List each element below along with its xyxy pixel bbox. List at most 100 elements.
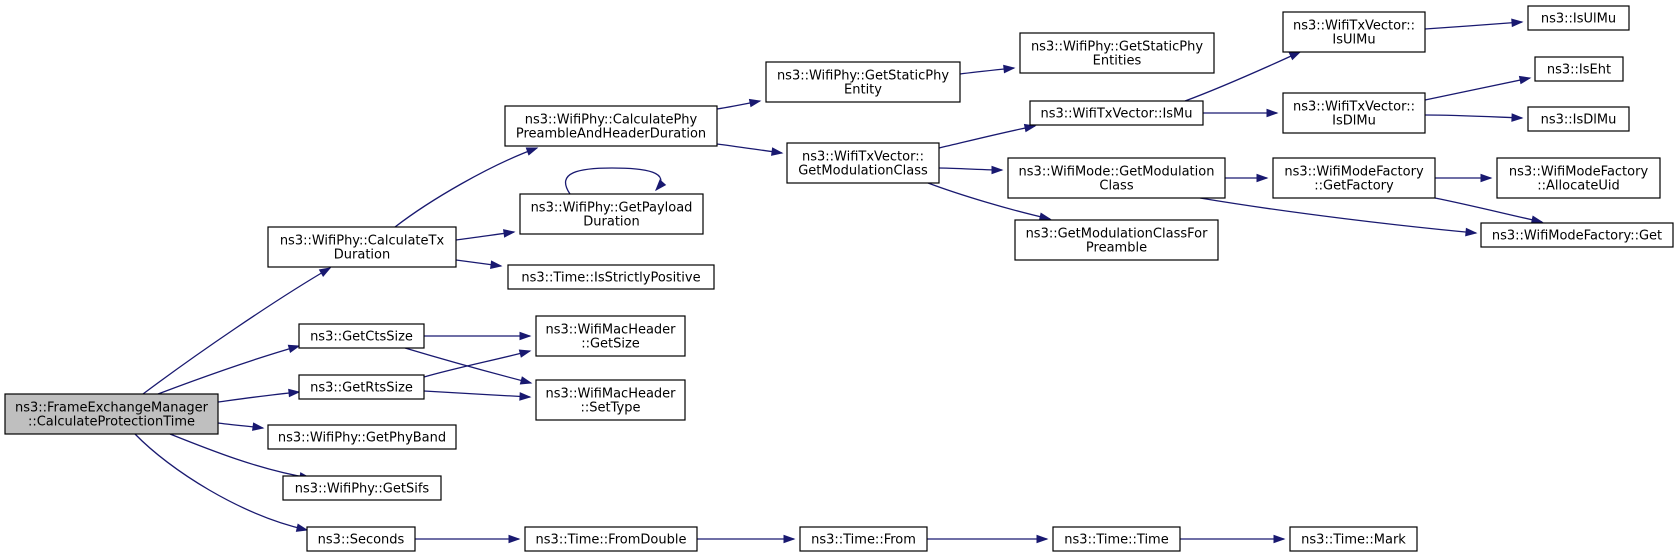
node-label-line: ns3::WifiMacHeader bbox=[545, 387, 676, 402]
edge-calcTx-to-payload bbox=[455, 229, 516, 241]
node-sifs[interactable]: ns3::WifiPhy::GetSifs bbox=[282, 475, 442, 501]
node-label-line: ::GetFactory bbox=[1314, 179, 1394, 194]
edge-root-to-calcTx bbox=[142, 267, 332, 395]
node-label-line: ns3::Time::IsStrictlyPositive bbox=[521, 271, 700, 286]
edge-payload-to-payload bbox=[564, 167, 667, 195]
node-label-line: ns3::WifiMode::GetModulation bbox=[1019, 165, 1215, 180]
node-isDlMu[interactable]: ns3::IsDlMu bbox=[1527, 106, 1630, 132]
node-box bbox=[786, 142, 940, 184]
node-calcPre[interactable]: ns3::WifiPhy::CalculatePhyPreambleAndHea… bbox=[504, 105, 718, 147]
edge-line bbox=[927, 182, 1051, 220]
node-strict[interactable]: ns3::Time::IsStrictlyPositive bbox=[507, 264, 715, 290]
node-seconds[interactable]: ns3::Seconds bbox=[306, 526, 416, 552]
arrowhead bbox=[252, 422, 265, 431]
node-label-line: ns3::WifiMacHeader bbox=[545, 323, 676, 338]
edge-root-to-seconds bbox=[134, 433, 309, 532]
arrowhead bbox=[771, 147, 784, 156]
arrowhead bbox=[1511, 113, 1524, 122]
edge-staticEnt-to-staticEnts bbox=[959, 64, 1016, 75]
edge-line bbox=[1424, 77, 1531, 101]
edge-rtsSize-to-macSize bbox=[423, 349, 532, 378]
node-label-line: ns3::WifiPhy::GetStaticPhy bbox=[1031, 40, 1203, 55]
node-txModClass[interactable]: ns3::WifiTxVector::GetModulationClass bbox=[786, 142, 940, 184]
node-label-line: ns3::WifiModeFactory bbox=[1284, 165, 1424, 180]
node-box bbox=[799, 526, 928, 552]
node-isEht[interactable]: ns3::IsEht bbox=[1534, 56, 1624, 82]
edge-line bbox=[394, 147, 538, 228]
node-txIsUlMu[interactable]: ns3::WifiTxVector::IsUlMu bbox=[1282, 11, 1426, 53]
node-label-line: ns3::WifiTxVector::IsMu bbox=[1040, 107, 1192, 122]
edge-isMu-to-txIsDlMu bbox=[1203, 108, 1279, 118]
edge-modeModClass-to-getFactory bbox=[1225, 173, 1269, 183]
nodes-layer: ns3::FrameExchangeManager::CalculateProt… bbox=[4, 5, 1674, 552]
edge-root-to-phyBand bbox=[217, 422, 265, 431]
node-box bbox=[1527, 5, 1630, 31]
node-label-line: ns3::IsDlMu bbox=[1541, 113, 1617, 128]
node-box bbox=[504, 105, 718, 147]
edge-line bbox=[1424, 21, 1523, 30]
arrowhead bbox=[525, 147, 539, 156]
arrowhead bbox=[1003, 64, 1016, 74]
arrowhead bbox=[518, 349, 532, 358]
node-box bbox=[4, 393, 219, 435]
node-label-line: ns3::Time::Mark bbox=[1301, 533, 1406, 548]
node-label-line: ns3::Seconds bbox=[318, 533, 405, 548]
node-rtsSize[interactable]: ns3::GetRtsSize bbox=[298, 374, 425, 400]
node-isUlMu[interactable]: ns3::IsUlMu bbox=[1527, 5, 1630, 31]
edge-from-to-time bbox=[926, 534, 1049, 544]
arrowhead bbox=[1266, 108, 1279, 118]
node-label-line: ::GetSize bbox=[581, 337, 640, 352]
arrowhead bbox=[508, 534, 521, 544]
node-box bbox=[306, 526, 416, 552]
arrowhead bbox=[1273, 534, 1286, 544]
node-getFactory[interactable]: ns3::WifiModeFactory::GetFactory bbox=[1272, 157, 1436, 199]
node-modeModClass[interactable]: ns3::WifiMode::GetModulationClass bbox=[1007, 157, 1226, 199]
node-box bbox=[1289, 526, 1418, 552]
node-label-line: Class bbox=[1099, 179, 1133, 194]
edge-line bbox=[1434, 197, 1543, 223]
node-label-line: ns3::WifiTxVector:: bbox=[1293, 19, 1415, 34]
edge-line bbox=[134, 433, 308, 531]
edge-calcPre-to-staticEnt bbox=[716, 98, 762, 110]
edge-txIsUlMu-to-isUlMu bbox=[1424, 18, 1524, 30]
node-box bbox=[1052, 526, 1181, 552]
node-allocUid[interactable]: ns3::WifiModeFactory::AllocateUid bbox=[1496, 157, 1661, 199]
edge-ctsSize-to-macType bbox=[404, 347, 533, 385]
node-box bbox=[519, 193, 704, 235]
edge-line bbox=[404, 347, 532, 384]
node-phyBand[interactable]: ns3::WifiPhy::GetPhyBand bbox=[267, 424, 457, 450]
node-label-line: ns3::WifiPhy::CalculateTx bbox=[280, 234, 445, 249]
node-macSize[interactable]: ns3::WifiMacHeader::GetSize bbox=[535, 315, 686, 357]
node-label-line: ns3::GetRtsSize bbox=[310, 381, 413, 396]
arrowhead bbox=[1518, 75, 1532, 85]
node-factGet[interactable]: ns3::WifiModeFactory::Get bbox=[1480, 222, 1674, 248]
node-box bbox=[1014, 219, 1219, 261]
edge-line bbox=[1424, 114, 1523, 119]
arrowhead bbox=[1530, 215, 1544, 224]
arrowhead bbox=[1288, 51, 1302, 61]
arrowhead bbox=[519, 392, 532, 401]
node-label-line: ns3::Time::FromDouble bbox=[536, 533, 687, 548]
node-root[interactable]: ns3::FrameExchangeManager::CalculateProt… bbox=[4, 393, 219, 435]
node-label-line: ns3::Time::Time bbox=[1064, 533, 1168, 548]
node-txIsDlMu[interactable]: ns3::WifiTxVector::IsDlMu bbox=[1282, 92, 1426, 134]
node-box bbox=[535, 379, 686, 421]
node-isMu[interactable]: ns3::WifiTxVector::IsMu bbox=[1029, 100, 1204, 126]
arrowhead bbox=[748, 98, 762, 108]
node-ctsSize[interactable]: ns3::GetCtsSize bbox=[298, 323, 425, 349]
node-from[interactable]: ns3::Time::From bbox=[799, 526, 928, 552]
node-fromDouble[interactable]: ns3::Time::FromDouble bbox=[524, 526, 698, 552]
node-label-line: GetModulationClass bbox=[798, 164, 928, 179]
node-time[interactable]: ns3::Time::Time bbox=[1052, 526, 1181, 552]
node-label-line: ns3::WifiPhy::GetPhyBand bbox=[278, 431, 446, 446]
node-mark[interactable]: ns3::Time::Mark bbox=[1289, 526, 1418, 552]
node-box bbox=[1534, 56, 1624, 82]
edge-calcTx-to-strict bbox=[455, 259, 503, 269]
node-macType[interactable]: ns3::WifiMacHeader::SetType bbox=[535, 379, 686, 421]
